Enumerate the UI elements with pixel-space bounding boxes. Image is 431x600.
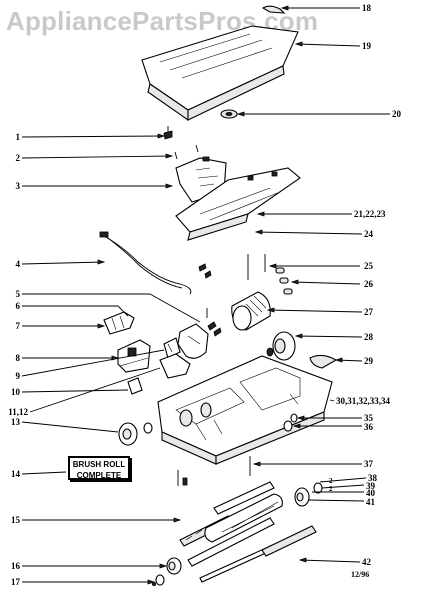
callout-15: 15 bbox=[11, 515, 20, 525]
callout-8: 8 bbox=[15, 353, 21, 363]
part-19-hood bbox=[141, 25, 299, 122]
part-20-button bbox=[220, 109, 238, 119]
callout-28: 28 bbox=[364, 332, 373, 342]
callout-29: 29 bbox=[364, 356, 373, 366]
date-code: 12/96 bbox=[351, 570, 370, 579]
part-35-36-washers bbox=[283, 413, 298, 432]
part-9-clip bbox=[163, 337, 181, 359]
arrowheads bbox=[97, 5, 343, 585]
callout-40: 40 bbox=[366, 488, 375, 498]
callout-16: 16 bbox=[11, 561, 20, 571]
brush-roll-complete-label: BRUSH ROLL COMPLETE bbox=[68, 456, 130, 480]
callout-20: 20 bbox=[392, 109, 401, 119]
callout-1: 1 bbox=[15, 132, 21, 142]
part-29-belt bbox=[309, 354, 338, 369]
callout-41: 41 bbox=[366, 497, 375, 507]
callout-26: 26 bbox=[364, 279, 373, 289]
inline-mark-qty-b: 2 bbox=[329, 485, 333, 493]
part-37-screws bbox=[177, 456, 251, 486]
part-10-tab bbox=[127, 377, 143, 395]
part-8-switch bbox=[117, 339, 151, 373]
leader-lines-right bbox=[238, 7, 390, 563]
part-18-clip bbox=[261, 5, 286, 14]
part-28-fan bbox=[266, 331, 296, 361]
callout-38: 38 bbox=[368, 473, 377, 483]
callout-36: 36 bbox=[364, 422, 373, 432]
part-4-wire-harness bbox=[99, 231, 192, 295]
part-38-41-end-caps bbox=[294, 482, 323, 507]
callout-30-31-32-33-34: 30,31,32,33,34 bbox=[336, 396, 390, 406]
part-42-rod bbox=[199, 525, 317, 583]
inline-mark-qty-a: 2 bbox=[329, 477, 333, 485]
part-25-26-bearings bbox=[264, 254, 293, 295]
part-brush-roll bbox=[187, 481, 283, 567]
callout-4: 4 bbox=[15, 259, 21, 269]
callout-19: 19 bbox=[362, 41, 371, 51]
leader-lines-left bbox=[21, 135, 201, 583]
callout-39: 39 bbox=[366, 481, 375, 491]
brush-roll-label-line1: BRUSH ROLL bbox=[72, 460, 126, 469]
callout-13: 13 bbox=[11, 417, 20, 427]
part-21-nozzle-plate bbox=[175, 167, 301, 241]
part-27-motor bbox=[231, 291, 271, 331]
callout-42: 42 bbox=[362, 557, 371, 567]
callout-2: 2 bbox=[15, 153, 21, 163]
callout-10: 10 bbox=[11, 387, 20, 397]
part-5-6-clips bbox=[206, 308, 222, 337]
callout-14: 14 bbox=[11, 469, 20, 479]
part-1-screw bbox=[163, 126, 173, 140]
callout-9: 9 bbox=[15, 371, 21, 381]
callout-35: 35 bbox=[364, 413, 373, 423]
callout-18: 18 bbox=[362, 3, 371, 13]
callout-21-22-23: 21,22,23 bbox=[354, 209, 386, 219]
callout-24: 24 bbox=[364, 229, 373, 239]
callout-7: 7 bbox=[15, 321, 21, 331]
part-16-17-end-parts bbox=[151, 557, 182, 587]
callout-37: 37 bbox=[364, 459, 373, 469]
callout-25: 25 bbox=[364, 261, 373, 271]
callout-27: 27 bbox=[364, 307, 373, 317]
part-swivel-neck bbox=[159, 323, 209, 379]
part-7-latch bbox=[103, 311, 135, 335]
part-24-pins bbox=[198, 254, 249, 280]
callout-3: 3 bbox=[15, 181, 21, 191]
part-2-marks bbox=[174, 144, 199, 160]
brush-roll-label-line2: COMPLETE bbox=[76, 471, 122, 480]
callout-11-12: 11,12 bbox=[8, 407, 28, 417]
callout-5: 5 bbox=[15, 289, 21, 299]
part-13-wheel bbox=[118, 422, 153, 446]
callout-17: 17 bbox=[11, 577, 20, 587]
callout-6: 6 bbox=[15, 301, 21, 311]
